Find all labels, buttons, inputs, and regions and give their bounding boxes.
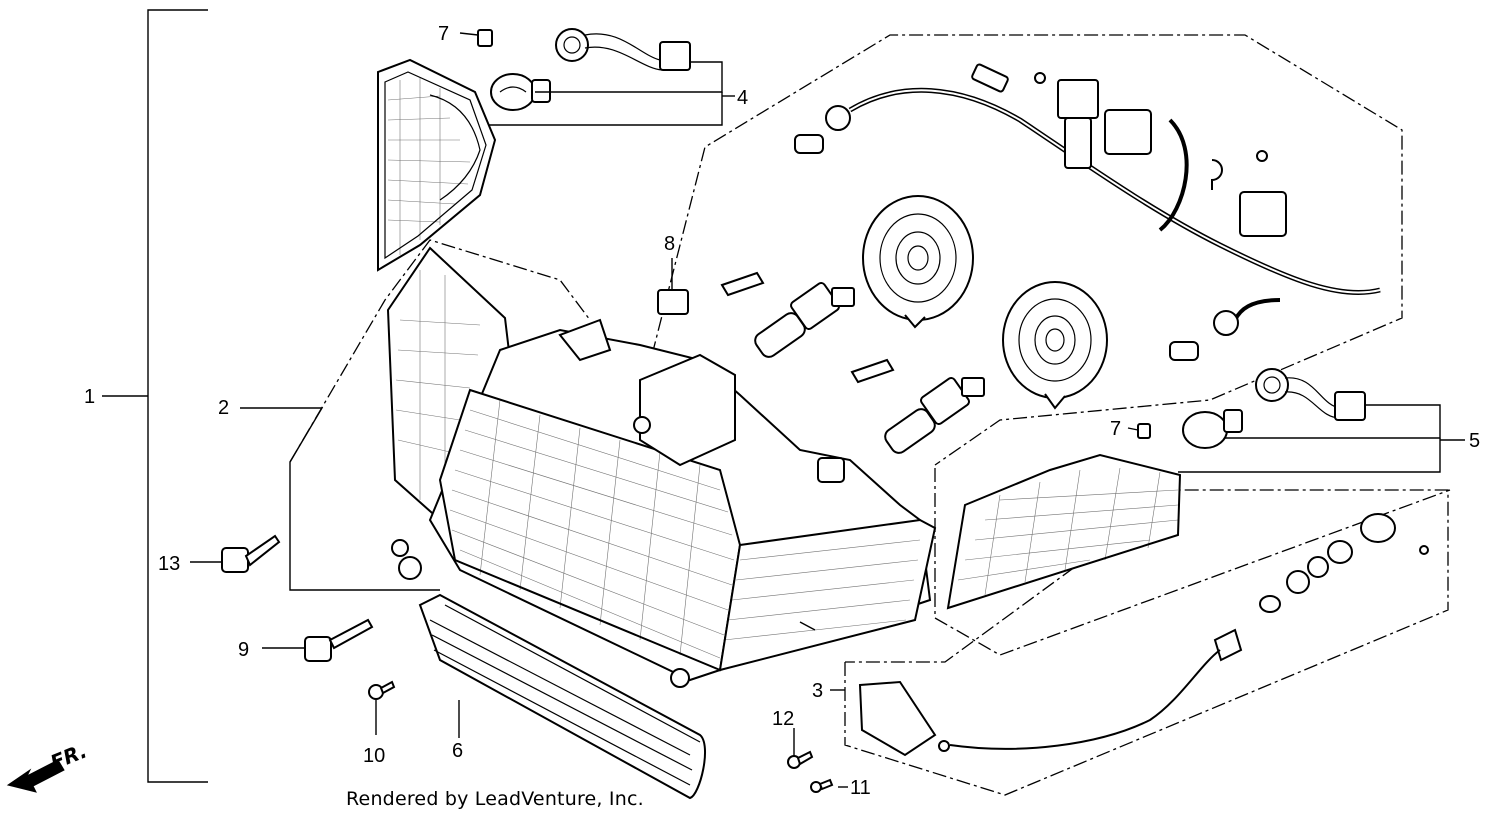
callout-13: 13: [158, 553, 180, 575]
callout-7-right: 7: [1110, 418, 1121, 440]
clip-right: [1137, 423, 1151, 439]
turn-signal-bulb-right: [1182, 409, 1243, 449]
credit-text: Rendered by LeadVenture, Inc.: [346, 788, 644, 810]
callout-10: 10: [363, 745, 385, 767]
callout-11: 11: [850, 777, 871, 799]
screw-11: [810, 778, 834, 793]
callout-9: 9: [238, 639, 249, 661]
bolt-9: [304, 618, 374, 662]
speedometer-cable-assembly: [858, 513, 1429, 757]
screw-12: [787, 750, 814, 769]
harness-group-outline: [651, 34, 1403, 466]
connector-8: [657, 289, 689, 315]
retaining-clip-lower: [850, 358, 895, 384]
wiring-harness: [794, 63, 1381, 361]
assembly-bracket: [102, 9, 208, 783]
screw-10: [368, 680, 396, 700]
headlight-assembly: [386, 246, 937, 688]
headlight-bulb-upper: [754, 281, 855, 358]
right-turn-signal-lens: [946, 453, 1182, 610]
reflector-housing-lower: [1002, 281, 1108, 410]
socket-harness-right: [1255, 368, 1366, 421]
callout-1: 1: [84, 386, 95, 408]
reflector-housing-upper: [862, 195, 974, 329]
callout-12: 12: [772, 708, 794, 730]
leader-lines: [190, 32, 1465, 788]
clip-left: [477, 29, 493, 47]
callout-8: 8: [664, 233, 675, 255]
front-grille: [418, 593, 706, 800]
headlight-bulb-lower: [884, 376, 985, 454]
callout-4: 4: [737, 87, 748, 109]
front-direction-arrow-icon: FR.: [6, 739, 90, 793]
turn-signal-right-outline: [934, 468, 1451, 656]
callout-2: 2: [218, 397, 229, 419]
fr-label: FR.: [47, 739, 90, 775]
socket-harness-left: [555, 28, 691, 71]
bolt-13: [221, 534, 281, 573]
callout-6: 6: [452, 740, 463, 762]
callout-5: 5: [1469, 430, 1480, 452]
retaining-clip-upper: [720, 271, 765, 297]
headlight-group-outline: [289, 239, 591, 463]
callout-7-left: 7: [438, 23, 449, 45]
callout-3: 3: [812, 680, 823, 702]
left-turn-signal-lens: [377, 58, 497, 272]
speedo-cable-group-outline: [844, 489, 1449, 796]
